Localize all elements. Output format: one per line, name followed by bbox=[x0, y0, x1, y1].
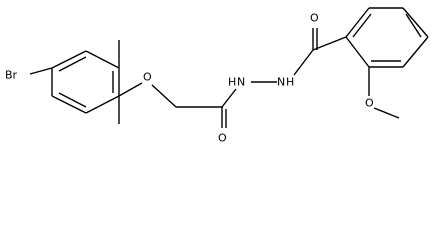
bond bbox=[85, 50, 120, 69]
hydrazide-h-right-label: H bbox=[286, 76, 294, 89]
bond bbox=[402, 36, 429, 68]
bond bbox=[51, 50, 87, 69]
ether-oxygen-label: O bbox=[143, 71, 152, 84]
carbonyl-oxygen-upper-label: O bbox=[310, 12, 319, 25]
hydrazide-h-left-label: H bbox=[228, 76, 236, 89]
bond bbox=[118, 82, 143, 97]
bond bbox=[312, 36, 347, 51]
bond bbox=[293, 49, 314, 76]
methoxy-oxygen-label: O bbox=[365, 97, 374, 110]
atom-labels: Br O H N N H O O O bbox=[5, 12, 374, 145]
bond bbox=[221, 88, 237, 108]
bond bbox=[345, 36, 370, 68]
bond bbox=[85, 95, 120, 114]
bond bbox=[58, 56, 87, 72]
bond bbox=[345, 7, 370, 38]
carbonyl-oxygen-lower-label: O bbox=[218, 132, 227, 145]
bond bbox=[51, 95, 87, 114]
molecule-structure: Br O H N N H O O O bbox=[5, 7, 429, 145]
hydrazide-n-right-label: N bbox=[277, 76, 285, 89]
hydrazide-n-left-label: N bbox=[237, 76, 245, 89]
bond bbox=[373, 107, 400, 119]
bromine-label: Br bbox=[5, 69, 18, 82]
bond bbox=[29, 67, 53, 75]
bond-lines bbox=[29, 7, 429, 128]
bond bbox=[151, 84, 177, 108]
bond bbox=[352, 13, 372, 38]
bond bbox=[402, 7, 429, 38]
bond bbox=[58, 92, 87, 108]
bond bbox=[405, 13, 422, 38]
